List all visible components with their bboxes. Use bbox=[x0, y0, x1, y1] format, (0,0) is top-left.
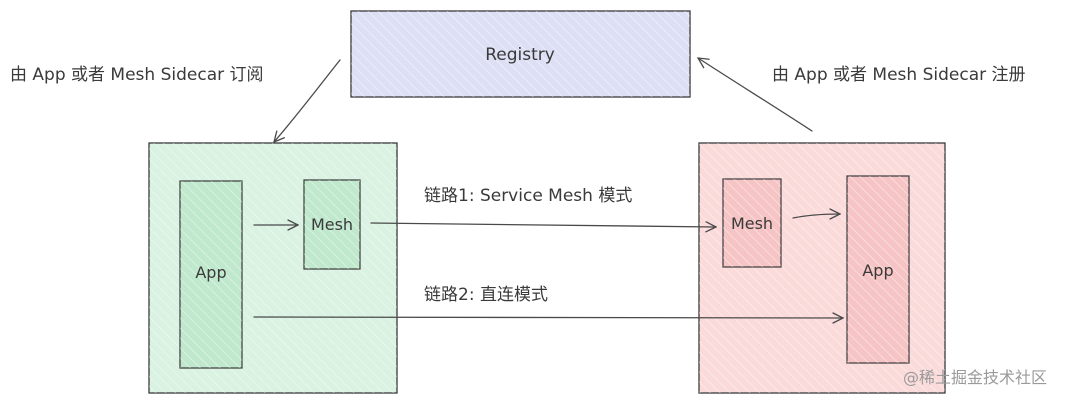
left-mesh-label: Mesh bbox=[311, 215, 353, 234]
right-app-box: App bbox=[846, 175, 910, 364]
right-mesh-box: Mesh bbox=[722, 178, 782, 268]
register-arrow bbox=[698, 58, 813, 132]
left-mesh-box: Mesh bbox=[303, 179, 361, 270]
register-note: 由 App 或者 Mesh Sidecar 注册 bbox=[772, 65, 1026, 85]
left-app-box: App bbox=[179, 180, 243, 369]
service-mesh-arrow bbox=[370, 223, 716, 227]
mesh-to-app-arrow bbox=[792, 214, 840, 218]
right-app-label: App bbox=[862, 261, 893, 280]
subscribe-note: 由 App 或者 Mesh Sidecar 订阅 bbox=[10, 65, 264, 85]
direct-link-arrow bbox=[253, 317, 843, 318]
registry-label: Registry bbox=[485, 45, 555, 65]
direct-link-label: 链路2: 直连模式 bbox=[424, 285, 548, 305]
subscribe-arrow bbox=[274, 59, 341, 142]
service-mesh-link-label: 链路1: Service Mesh 模式 bbox=[424, 186, 632, 206]
registry-box: Registry bbox=[350, 10, 691, 98]
watermark: @稀土掘金技术社区 bbox=[903, 368, 1047, 387]
right-mesh-label: Mesh bbox=[731, 214, 773, 233]
left-app-label: App bbox=[195, 263, 226, 282]
